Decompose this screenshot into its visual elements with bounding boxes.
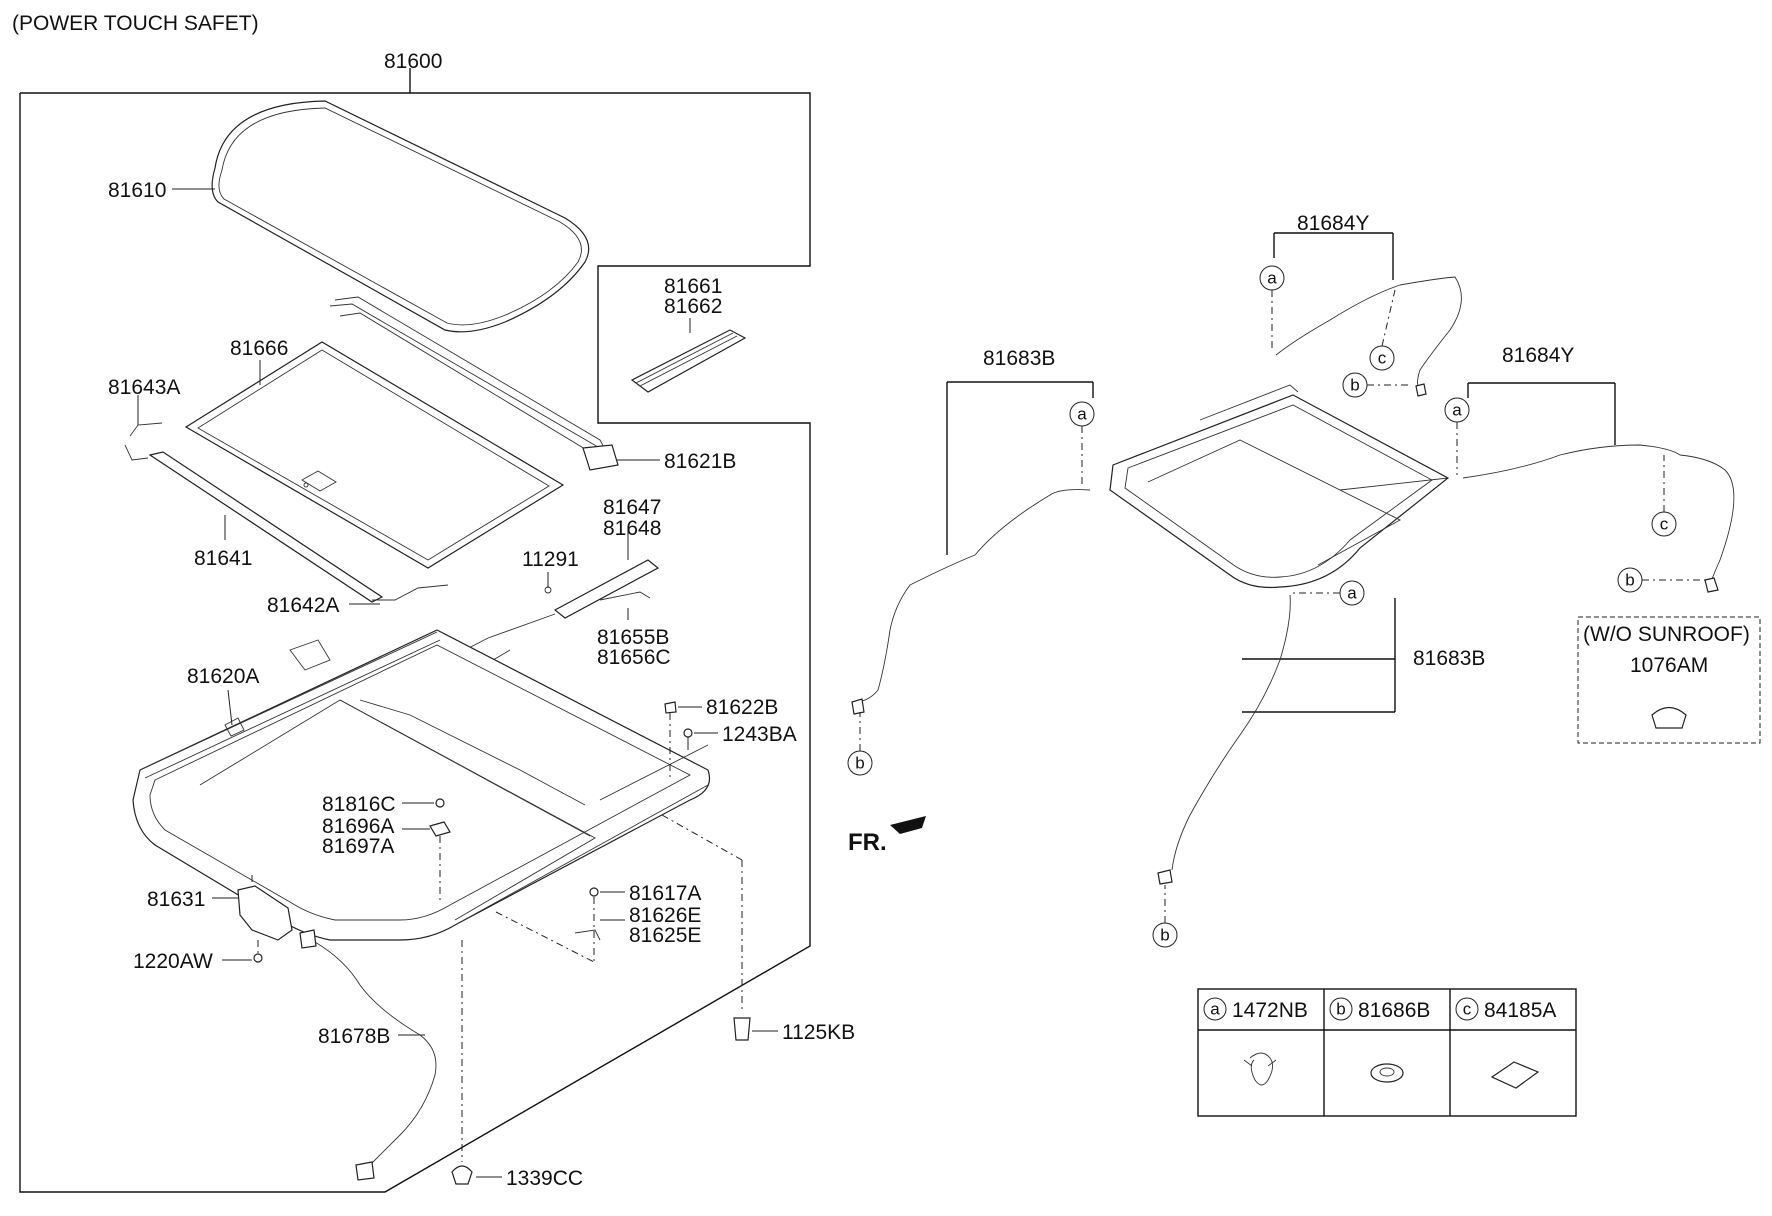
part-label-81816C[interactable]: 81816C [322,793,396,816]
callout-c: c [1651,511,1677,537]
part-label-81697A[interactable]: 81697A [322,835,394,858]
svg-text:c: c [1660,515,1669,534]
svg-text:b: b [1350,376,1359,395]
part-label-81661[interactable]: 81661 [664,275,722,298]
legend-cell-a: a 1472NB [1203,997,1308,1086]
part-label-81617A[interactable]: 81617A [629,882,701,905]
svg-text:a: a [1077,405,1087,424]
callout-a: a [1444,397,1470,423]
callout-a: a [1339,580,1365,606]
part-label-81684Y-lh[interactable]: 81684Y [1297,212,1369,235]
part-label-11291[interactable]: 11291 [522,548,579,571]
part-label-1339CC[interactable]: 1339CC [506,1167,583,1190]
part-label-81662[interactable]: 81662 [664,295,722,318]
part-label-81666[interactable]: 81666 [230,337,288,360]
part-label-81621B[interactable]: 81621B [664,450,736,473]
bolt-1243BA [683,728,693,750]
sunroof-glass [211,100,590,333]
sunroof-frame [132,629,711,941]
svg-text:b: b [1336,1000,1345,1019]
front-weatherstrip [630,329,747,393]
part-label-81678B[interactable]: 81678B [318,1025,390,1048]
drain-hose-rear-rh [1462,382,1735,593]
grommet-1339CC [451,940,473,1185]
part-label-81620A[interactable]: 81620A [187,665,259,688]
clip-icon [1243,1052,1277,1086]
svg-text:b: b [1625,571,1634,590]
part-label-81683B-lh[interactable]: 81683B [983,347,1055,370]
part-label-81647[interactable]: 81647 [603,496,661,519]
part-label-81625E[interactable]: 81625E [629,924,701,947]
callout-b: b [847,750,873,776]
grommet-icon [1370,1063,1404,1083]
legend-part-84185A[interactable]: 84185A [1484,999,1556,1022]
callout-b: b [1152,922,1178,948]
svg-text:c: c [1378,349,1387,368]
part-label-1243BA[interactable]: 1243BA [722,723,797,746]
legend-part-81686B[interactable]: 81686B [1358,999,1430,1022]
callout-b: b [1617,567,1643,593]
part-label-81600[interactable]: 81600 [384,50,442,73]
nut-81617A [495,887,601,963]
without-sunroof-title: (W/O SUNROOF) [1583,623,1750,646]
part-label-81643A[interactable]: 81643A [108,376,180,399]
svg-text:a: a [1452,401,1462,420]
callout-a: a [1259,265,1285,291]
svg-text:b: b [1160,926,1169,945]
svg-text:a: a [1347,584,1357,603]
drain-hose-front-rh [1157,594,1396,885]
legend-part-1472NB[interactable]: 1472NB [1232,999,1308,1022]
plug-icon [1651,706,1687,729]
part-label-81631[interactable]: 81631 [147,888,205,911]
callouts: a c b a b a c b a b [847,265,1705,948]
part-label-1076AM[interactable]: 1076AM [1630,654,1708,677]
part-label-81655B[interactable]: 81655B [597,626,669,649]
clip-81622B [664,701,677,778]
assembly-border [19,68,811,1193]
wind-deflector [124,422,449,603]
part-label-81642A[interactable]: 81642A [267,594,339,617]
drain-hose-rear-lh [1273,232,1462,397]
part-label-81683B-rh[interactable]: 81683B [1413,647,1485,670]
front-direction-marker: FR. [848,816,926,856]
svg-text:c: c [1463,1000,1472,1019]
part-label-81641[interactable]: 81641 [194,547,252,570]
diagram-title: (POWER TOUCH SAFET) [12,12,259,35]
part-label-81684Y-rh[interactable]: 81684Y [1502,344,1574,367]
without-sunroof-box: (W/O SUNROOF) 1076AM [1577,616,1761,744]
part-label-1220AW[interactable]: 1220AW [133,950,213,973]
pad-icon [1490,1061,1540,1089]
part-label-81626E[interactable]: 81626E [629,904,701,927]
callout-c: c [1369,345,1395,371]
callout-b: b [1342,372,1368,398]
svg-text:b: b [855,754,864,773]
part-label-81696A[interactable]: 81696A [322,815,394,838]
bolt-1125KB [661,814,751,1041]
part-label-81648[interactable]: 81648 [603,517,661,540]
legend-cell-c: c 84185A [1455,997,1556,1089]
callout-a: a [1069,401,1095,427]
sunroof-frame-right [1109,384,1450,589]
bolt-81816C [429,798,451,900]
part-label-81656C[interactable]: 81656C [597,646,671,669]
sunshade-panel [184,341,565,569]
sunroof-motor [237,875,317,949]
front-direction-label: FR. [848,829,887,856]
screw-1220AW [253,940,263,963]
part-label-81622B[interactable]: 81622B [706,696,778,719]
glass-seal [329,296,619,471]
legend-table: a 1472NB b 81686B c 84185A [1197,988,1577,1117]
part-label-1125KB[interactable]: 1125KB [782,1021,855,1044]
svg-text:a: a [1210,1000,1220,1019]
motor-wiring [314,941,437,1181]
part-label-81610[interactable]: 81610 [108,179,166,202]
legend-cell-b: b 81686B [1329,997,1430,1083]
svg-text:a: a [1267,269,1277,288]
drain-hose-front-lh [851,381,1094,715]
